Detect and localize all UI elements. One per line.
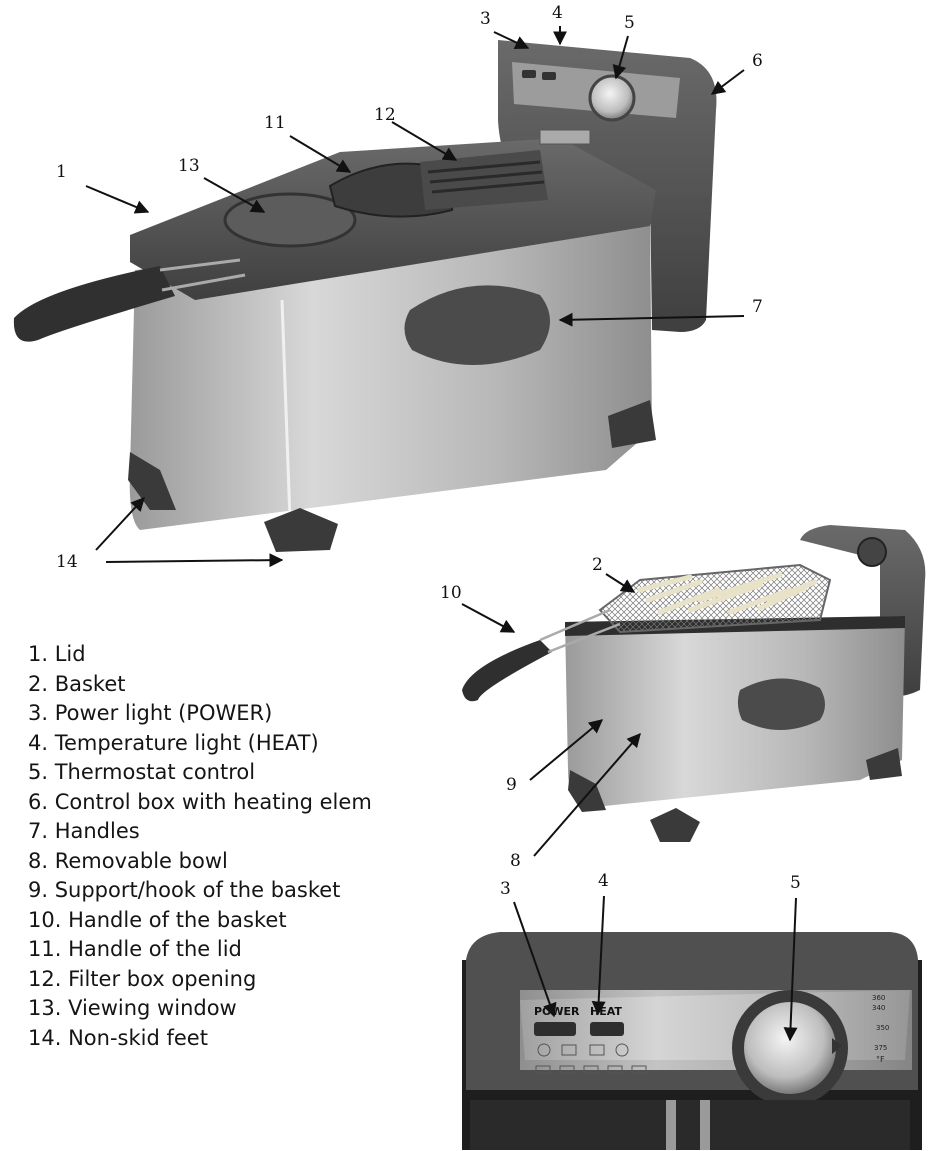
parts-legend: 1. Lid 2. Basket 3. Power light (POWER) … — [28, 640, 372, 1053]
thermostat-knob — [588, 74, 636, 122]
legend-item: 3. Power light (POWER) — [28, 701, 273, 725]
callout-13: 13 — [178, 156, 200, 176]
callout-12: 12 — [374, 105, 396, 125]
power-light — [534, 1022, 576, 1036]
foot — [264, 508, 338, 552]
legend-item: 10. Handle of the basket — [28, 907, 287, 932]
callout-11: 11 — [264, 113, 286, 133]
panel-symbols — [535, 1043, 647, 1074]
foot — [866, 748, 902, 780]
callout-4: 4 — [552, 3, 563, 23]
callout-7: 7 — [752, 297, 763, 317]
callouts-panel: 3 4 5 — [500, 871, 801, 899]
legend-item: 13. Viewing window — [28, 996, 237, 1020]
callout-6: 6 — [752, 51, 763, 71]
legend-item: 11. Handle of the lid — [28, 937, 242, 961]
control-panel-closeup: POWER HEAT 360 340 350 375 °F — [462, 932, 922, 1150]
foot — [608, 400, 656, 448]
callout-8: 8 — [510, 851, 521, 871]
legend-item: 2. Basket — [28, 671, 126, 696]
heat-light — [590, 1022, 624, 1036]
callout-3: 3 — [480, 9, 491, 29]
legend-item: 4. Temperature light (HEAT) — [28, 730, 319, 755]
legend-item: 8. Removable bowl — [28, 848, 228, 873]
callout-10: 10 — [440, 583, 462, 603]
legend-item: 7. Handles — [28, 819, 140, 843]
legend-item: 5. Thermostat control — [28, 760, 256, 784]
side-handle — [737, 678, 825, 730]
callout-panel-3: 3 — [500, 879, 511, 899]
callout-panel-5: 5 — [790, 873, 801, 893]
legend-item: 6. Control box with heating elem — [28, 789, 372, 814]
legend-item: 9. Support/hook of the basket — [28, 878, 341, 902]
callout-2: 2 — [592, 555, 603, 575]
callout-14: 14 — [56, 552, 78, 572]
filter-grille — [420, 150, 548, 210]
callouts-main: 1 3 4 5 6 7 11 12 13 14 — [56, 3, 763, 572]
legend-item: 14. Non-skid feet — [28, 1025, 208, 1050]
callouts-basket: 2 8 9 10 — [440, 555, 603, 871]
foot — [568, 770, 606, 812]
legend-item: 1. Lid — [28, 642, 86, 666]
basket-handle-main — [13, 266, 175, 342]
side-handle-main — [404, 285, 550, 365]
callout-9: 9 — [506, 775, 517, 795]
dial-mark: °F — [876, 1055, 885, 1064]
basket-handle — [462, 640, 552, 702]
foot — [128, 452, 176, 510]
power-label: POWER — [534, 1005, 580, 1018]
callout-1: 1 — [56, 162, 67, 182]
thermostat-dial — [744, 1002, 836, 1094]
basket-fryer — [462, 525, 926, 842]
dial-mark: 350 — [876, 1024, 889, 1032]
dial-mark: 340 — [872, 1004, 885, 1012]
dial-mark: 360 — [872, 994, 885, 1002]
bowl-body — [565, 616, 905, 808]
foot — [650, 808, 700, 842]
heat-label: HEAT — [590, 1005, 622, 1018]
callout-arrows — [85, 26, 798, 1042]
main-fryer — [13, 40, 717, 552]
fries — [637, 572, 818, 615]
legend-item: 12. Filter box opening — [28, 966, 257, 991]
dial-mark: 375 — [874, 1044, 887, 1052]
callout-5: 5 — [624, 13, 635, 33]
callout-panel-4: 4 — [598, 871, 609, 891]
